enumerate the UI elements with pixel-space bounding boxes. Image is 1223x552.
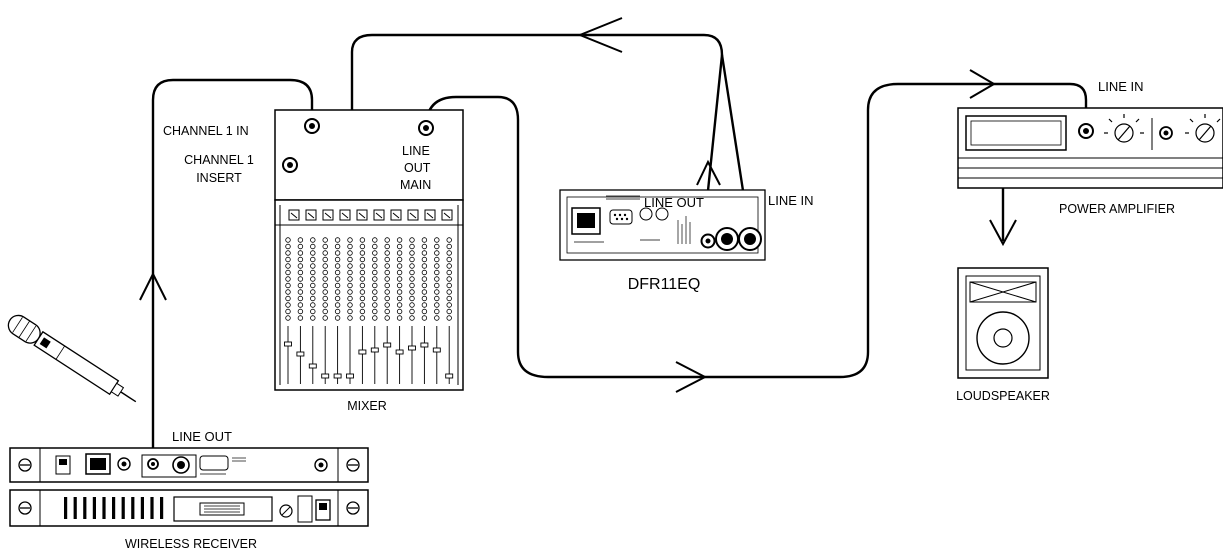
receiver-vent-slots bbox=[64, 497, 164, 519]
dfr11eq-unit bbox=[559, 189, 766, 261]
labels: CHANNEL 1 IN CHANNEL 1 INSERT LINE OUT M… bbox=[125, 79, 1175, 551]
power-amplifier bbox=[957, 107, 1223, 189]
wireless-microphone-icon bbox=[7, 314, 137, 403]
arrow-right-main bbox=[675, 361, 708, 393]
signal-arrows bbox=[139, 17, 1017, 393]
mixer bbox=[274, 109, 464, 391]
label-line-out-main-1: LINE bbox=[402, 144, 430, 158]
mixer-knob-field bbox=[285, 237, 452, 321]
label-wireless-receiver: WIRELESS RECEIVER bbox=[125, 537, 257, 551]
cable-mixer-to-amp bbox=[424, 82, 1088, 379]
mixer-switch-row bbox=[288, 209, 453, 221]
label-loudspeaker: LOUDSPEAKER bbox=[956, 389, 1050, 403]
wireless-receiver bbox=[9, 447, 369, 527]
label-mixer: MIXER bbox=[347, 399, 387, 413]
label-line-out-main-2: OUT bbox=[404, 161, 431, 175]
arrow-left-insert bbox=[577, 17, 623, 53]
arrow-down-speaker bbox=[989, 219, 1017, 247]
label-power-amplifier: POWER AMPLIFIER bbox=[1059, 202, 1175, 216]
label-amp-line-in: LINE IN bbox=[1098, 79, 1144, 94]
midi-port-icon bbox=[639, 207, 653, 221]
label-receiver-line-out: LINE OUT bbox=[172, 429, 232, 444]
mixer-fader-field bbox=[284, 326, 454, 384]
amp-gain-knob-2-icon bbox=[1185, 114, 1221, 143]
arrow-up-line-out bbox=[696, 159, 721, 186]
label-dfr-line-out: LINE OUT bbox=[644, 195, 704, 210]
arrow-right-amp bbox=[969, 69, 996, 99]
amp-gain-knob-icon bbox=[1104, 114, 1144, 143]
label-dfr-name: DFR11EQ bbox=[628, 276, 701, 293]
label-channel1-insert-1: CHANNEL 1 bbox=[184, 153, 254, 167]
label-channel1-in: CHANNEL 1 IN bbox=[163, 124, 249, 138]
amp-display-icon bbox=[965, 115, 1067, 151]
arrow-up-receiver bbox=[139, 271, 167, 301]
cable-insert-return bbox=[720, 53, 748, 212]
loudspeaker bbox=[957, 267, 1049, 379]
dsub-port-icon bbox=[609, 209, 633, 225]
cable-receiver-to-mixer bbox=[151, 78, 314, 464]
label-channel1-insert-2: INSERT bbox=[196, 171, 242, 185]
label-line-out-main-3: MAIN bbox=[400, 178, 431, 192]
label-dfr-line-in: LINE IN bbox=[768, 193, 814, 208]
